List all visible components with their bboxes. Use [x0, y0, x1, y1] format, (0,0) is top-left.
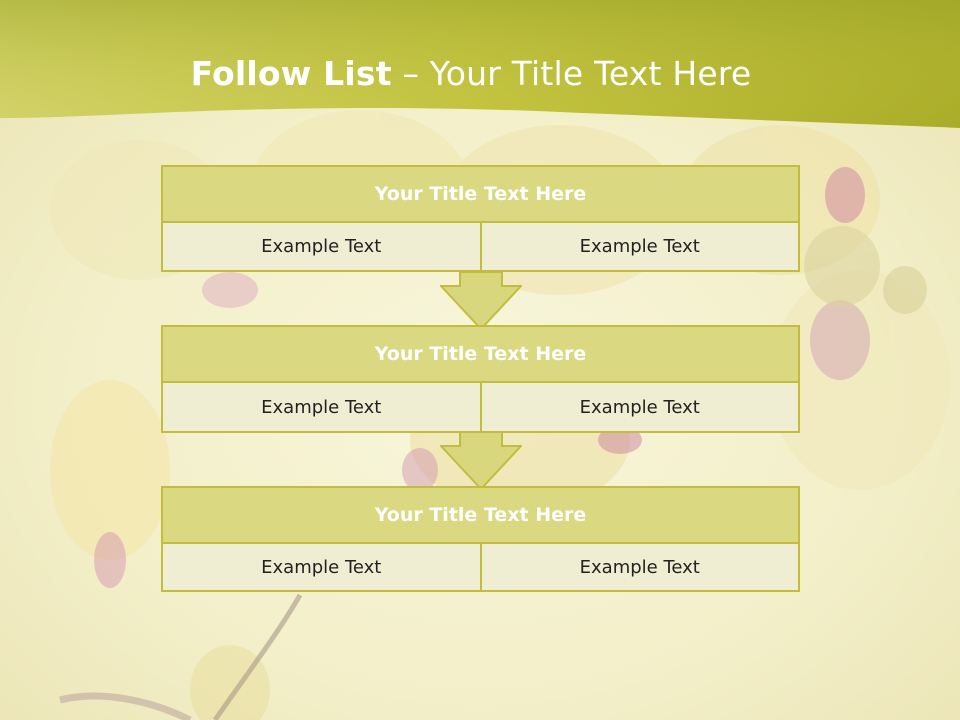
list-box-3: Your Title Text Here Example Text Exampl…: [161, 486, 800, 592]
list-box-row: Example Text Example Text: [163, 544, 798, 590]
list-box-row: Example Text Example Text: [163, 223, 798, 270]
list-box-cell-right: Example Text: [479, 383, 798, 431]
list-box-cell-left: Example Text: [163, 383, 480, 431]
list-box-cell-left: Example Text: [163, 544, 480, 590]
slide-title-bold: Follow List: [190, 54, 392, 93]
list-box-1: Your Title Text Here Example Text Exampl…: [161, 165, 800, 272]
down-arrow-icon: [440, 272, 522, 330]
slide-title-rest: – Your Title Text Here: [391, 54, 752, 93]
list-box-title: Your Title Text Here: [163, 167, 798, 223]
list-box-2: Your Title Text Here Example Text Exampl…: [161, 325, 800, 433]
list-box-title: Your Title Text Here: [163, 327, 798, 383]
slide-title: Follow List – Your Title Text Here: [0, 54, 942, 93]
list-box-row: Example Text Example Text: [163, 383, 798, 431]
down-arrow-icon: [440, 432, 522, 490]
list-box-cell-right: Example Text: [479, 223, 798, 270]
list-box-cell-left: Example Text: [163, 223, 480, 270]
list-box-title: Your Title Text Here: [163, 488, 798, 544]
list-box-cell-right: Example Text: [479, 544, 798, 590]
